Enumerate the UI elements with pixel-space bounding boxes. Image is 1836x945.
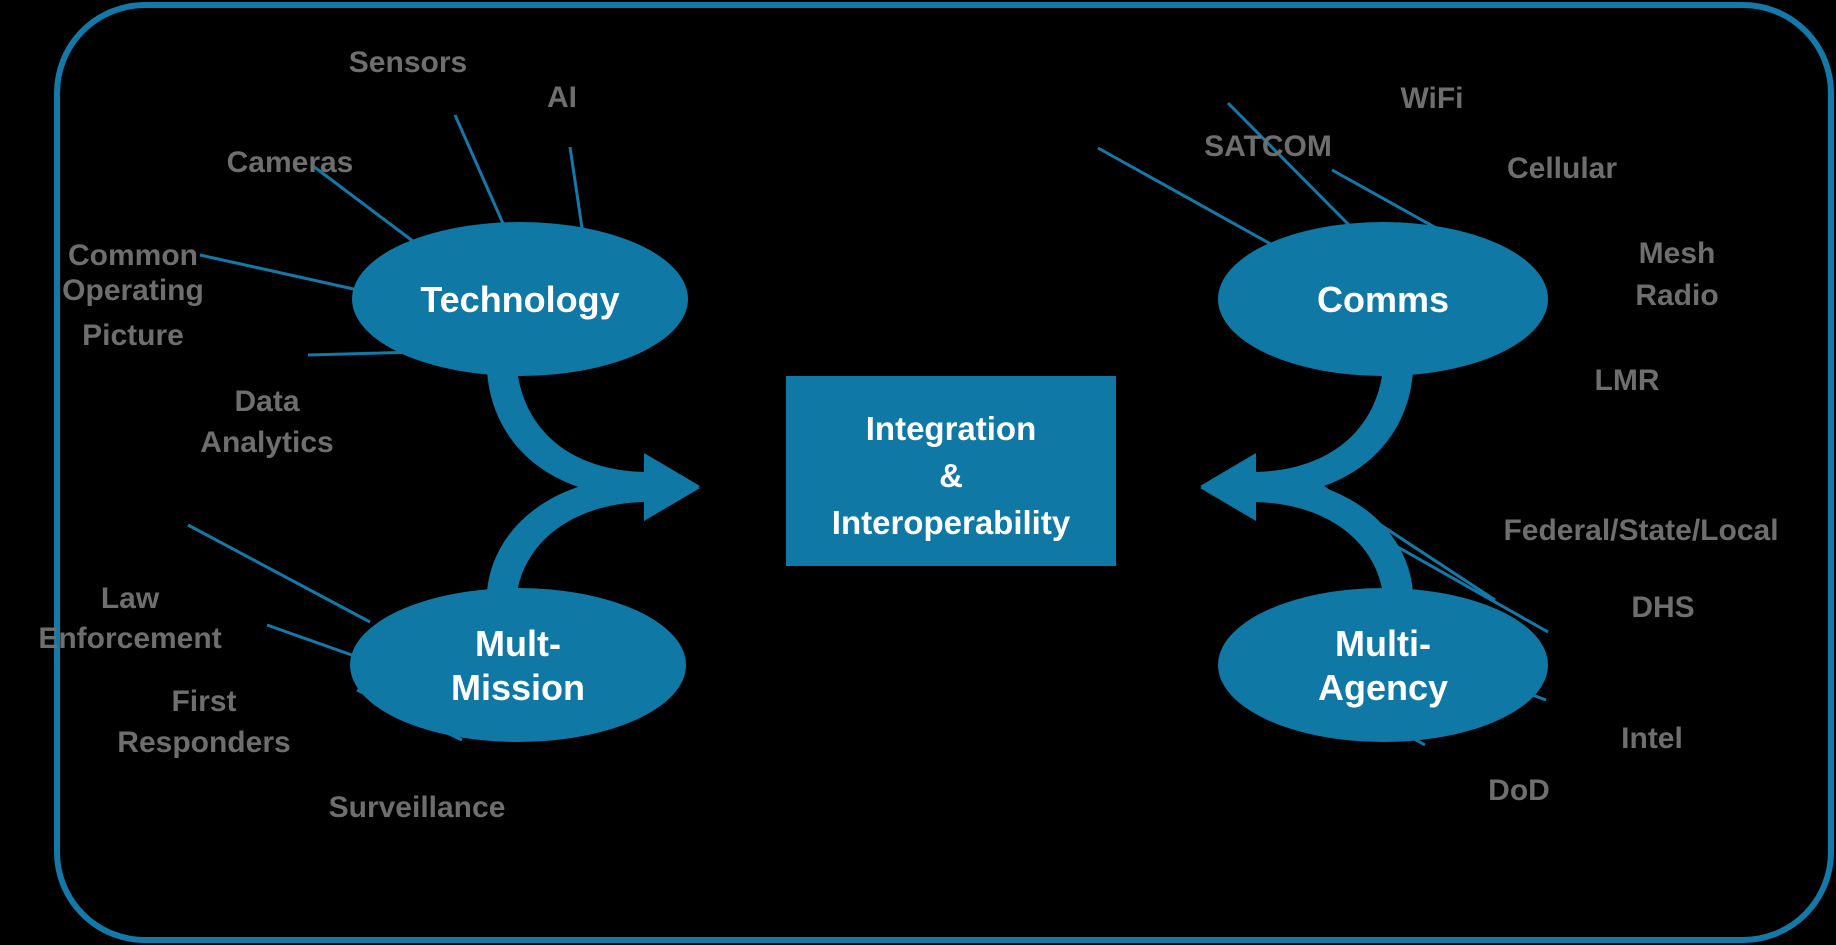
spoke-label-lmr: LMR: [1595, 364, 1660, 397]
spoke-label-data-analytics: Data Analytics: [200, 385, 333, 459]
spoke-label-cellular: Cellular: [1507, 152, 1617, 185]
node-comms-ellipse[interactable]: [1218, 222, 1548, 376]
node-mult-mission-ellipse[interactable]: [350, 588, 686, 742]
spoke-label-mesh-radio-line1: Mesh: [1639, 237, 1716, 270]
center-node-line1: Integration: [866, 410, 1037, 447]
spoke-label-mesh-radio: Mesh Radio: [1635, 237, 1718, 312]
node-technology[interactable]: Technology: [352, 222, 688, 376]
node-multi-agency-label-line2: Agency: [1318, 667, 1448, 708]
node-multi-agency[interactable]: Multi- Agency: [1218, 588, 1548, 742]
spoke-label-intel: Intel: [1621, 722, 1683, 755]
spoke-line-dhs: [1372, 531, 1549, 634]
node-technology-ellipse[interactable]: [352, 222, 688, 376]
spoke-label-dod: DoD: [1488, 774, 1550, 807]
spoke-label-first-responders-line2: Responders: [117, 726, 290, 759]
center-node-line2: &: [939, 457, 963, 494]
spoke-label-federal-state-local: Federal/State/Local: [1503, 514, 1778, 547]
center-node-line3: Interoperability: [832, 504, 1071, 541]
center-node-box[interactable]: [786, 376, 1116, 566]
node-comms[interactable]: Comms: [1218, 222, 1548, 376]
spoke-label-data-analytics-line1: Data: [234, 385, 299, 418]
spoke-line-satcom: [1097, 146, 1277, 249]
spoke-label-surveillance: Surveillance: [329, 791, 506, 824]
spoke-label-ai: AI: [547, 81, 577, 114]
node-mult-mission-label-line2: Mission: [451, 667, 585, 708]
spoke-line-common-operating-picture: [199, 253, 359, 292]
spoke-line-law-enforcement: [187, 523, 371, 624]
spoke-label-law-enforcement: Law Enforcement: [38, 582, 221, 655]
spoke-label-law-enforcement-line2: Enforcement: [38, 622, 221, 655]
center-node[interactable]: Integration & Interoperability: [786, 376, 1116, 566]
flow-arrows: [487, 369, 1413, 594]
outer-rounded-border: [54, 2, 1834, 943]
spoke-line-data-analytics: [307, 350, 418, 357]
spoke-label-data-analytics-line2: Analytics: [200, 426, 333, 459]
spoke-label-cameras: Cameras: [227, 146, 354, 179]
node-mult-mission[interactable]: Mult- Mission: [350, 588, 686, 742]
spoke-label-mesh-radio-line2: Radio: [1635, 279, 1718, 312]
spoke-label-common-operating-picture-line1: Common: [68, 239, 198, 272]
arrow-multi-agency-to-center: [1200, 455, 1413, 594]
spoke-label-common-operating-picture: Common Operating Picture: [62, 239, 204, 352]
spoke-label-common-operating-picture-line3: Picture: [82, 319, 184, 352]
spoke-label-first-responders: First Responders: [117, 685, 290, 759]
spoke-label-sensors: Sensors: [349, 46, 467, 79]
spoke-label-first-responders-line1: First: [171, 685, 236, 718]
spoke-line-cameras: [312, 164, 423, 250]
node-multi-agency-label-line1: Multi-: [1335, 623, 1431, 664]
spoke-label-dhs: DHS: [1631, 591, 1694, 624]
spoke-label-law-enforcement-line1: Law: [101, 582, 160, 615]
node-multi-agency-ellipse[interactable]: [1218, 588, 1548, 742]
spoke-line-ai: [568, 146, 584, 229]
spoke-label-common-operating-picture-line2: Operating: [62, 274, 204, 307]
spoke-label-satcom: SATCOM: [1204, 130, 1332, 163]
spoke-label-wifi: WiFi: [1400, 82, 1463, 115]
node-mult-mission-label-line1: Mult-: [475, 623, 561, 664]
spoke-line-sensors: [453, 114, 507, 229]
node-technology-label: Technology: [420, 279, 619, 320]
arrow-mult-mission-to-center: [487, 455, 700, 594]
node-comms-label: Comms: [1317, 279, 1449, 320]
spoke-line-wifi: [1226, 101, 1354, 230]
